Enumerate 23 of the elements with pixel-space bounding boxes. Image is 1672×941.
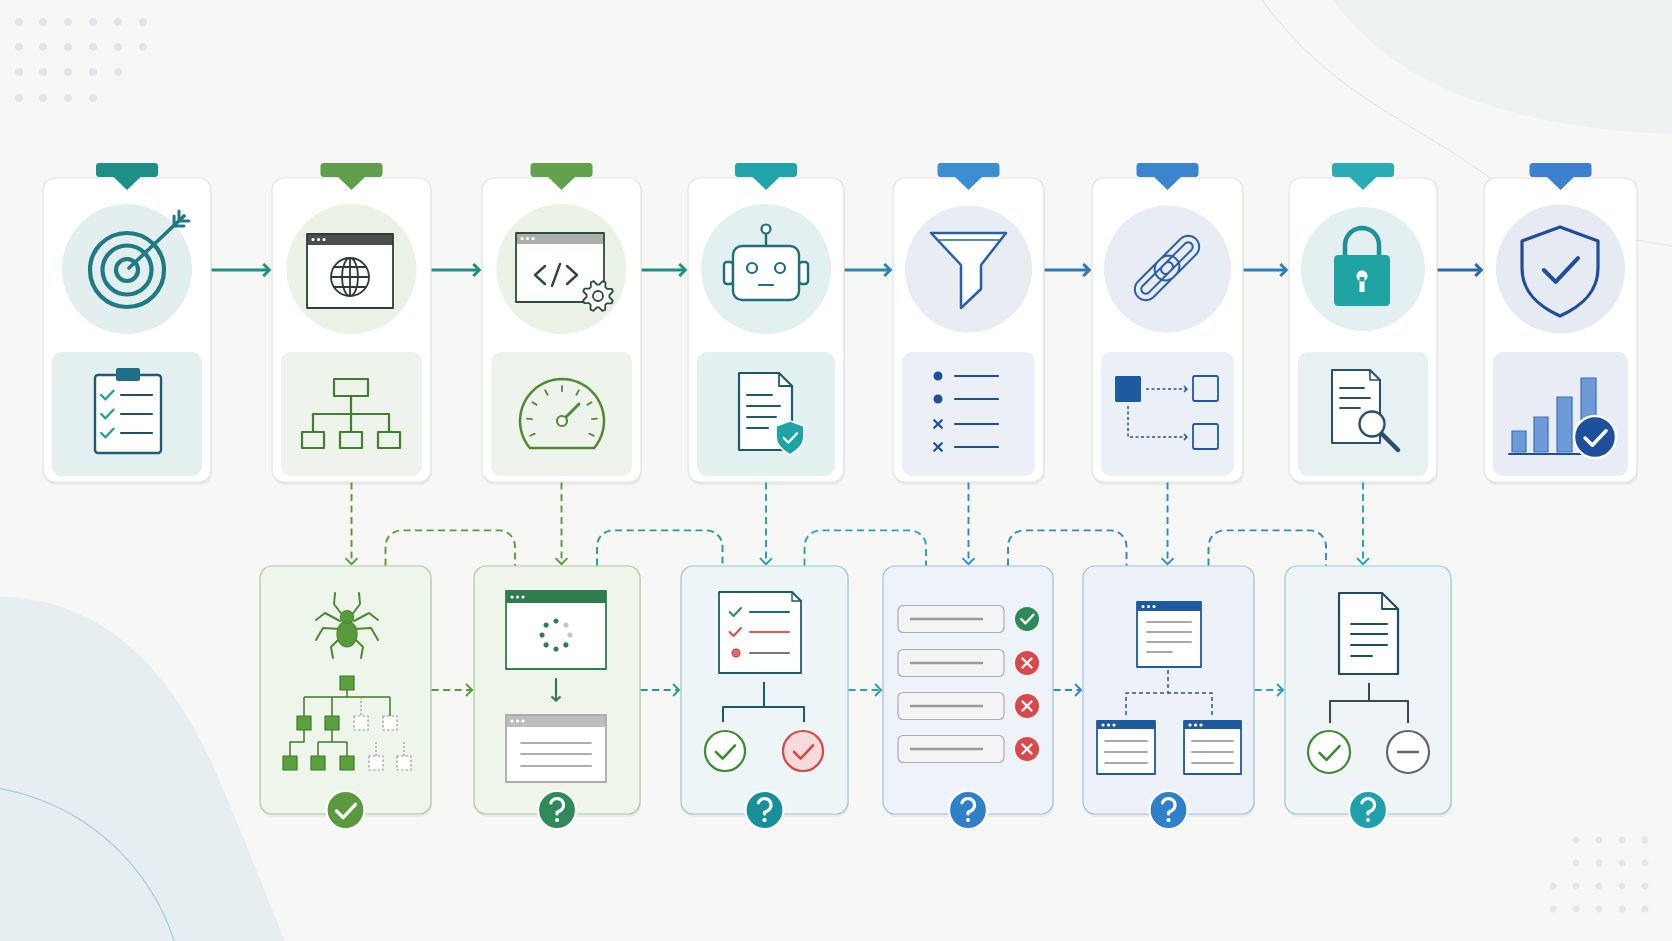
arrow: [1044, 262, 1092, 278]
dashed-arrow: [1160, 481, 1175, 566]
dashed-arrow: [1356, 481, 1370, 566]
dashed-arrow: [847, 683, 883, 697]
dashed-arrow: [759, 481, 773, 566]
connector-line: [1207, 529, 1327, 567]
dashed-arrow: [1253, 683, 1285, 697]
dashed-arrow: [961, 481, 976, 566]
dashed-arrow: [554, 481, 569, 566]
connector-line: [803, 529, 927, 567]
arrow: [641, 262, 688, 278]
connector-line: [596, 529, 724, 567]
arrow: [211, 262, 272, 278]
connector-line: [384, 529, 516, 567]
connector-line: [1007, 529, 1128, 567]
dashed-arrow: [1052, 683, 1083, 697]
arrow: [1437, 262, 1484, 278]
dashed-arrow: [344, 481, 359, 566]
dashed-arrow: [430, 683, 474, 697]
dashed-arrow: [639, 683, 681, 697]
arrow: [844, 262, 893, 278]
arrow: [1243, 262, 1289, 278]
arrow: [431, 262, 482, 278]
